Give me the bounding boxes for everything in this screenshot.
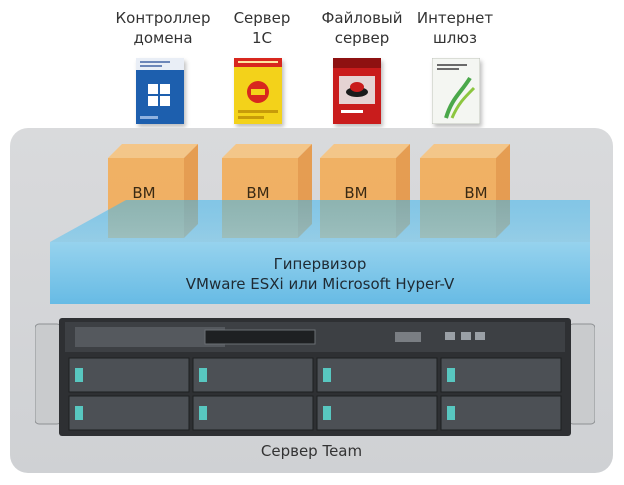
hypervisor-layer [50, 200, 590, 304]
rack-server-icon [35, 318, 595, 436]
1c-enterprise-box-icon [234, 58, 282, 124]
vm-label-2: ВМ [246, 184, 270, 202]
product-label-file-server: Файловый сервер [321, 9, 403, 47]
product-label-domain-controller: Контроллер домена [115, 9, 211, 47]
vm-label-3: ВМ [344, 184, 368, 202]
vm-label-4: ВМ [464, 184, 488, 202]
vm-label-1: ВМ [132, 184, 156, 202]
windows-server-box-icon [136, 58, 184, 124]
redhat-linux-box-icon [333, 58, 381, 124]
hypervisor-subtitle: VMware ESXi или Microsoft Hyper-V [185, 275, 455, 293]
product-label-1c-server: Сервер 1С [233, 9, 291, 47]
product-label-internet-gateway: Интернет шлюз [416, 9, 494, 47]
gateway-software-box-icon [432, 58, 480, 124]
hypervisor-text: Гипервизор VMware ESXi или Microsoft Hyp… [50, 254, 590, 294]
hypervisor-title: Гипервизор [273, 255, 367, 273]
server-label: Сервер Team [260, 442, 363, 460]
